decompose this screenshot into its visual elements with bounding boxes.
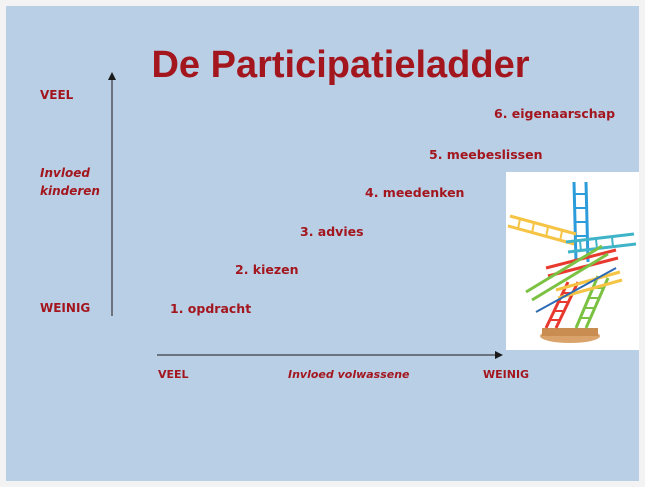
step-5: 5. meebeslissen bbox=[429, 147, 543, 162]
step-2: 2. kiezen bbox=[235, 262, 299, 277]
y-axis-bottom-label: WEINIG bbox=[40, 301, 91, 315]
x-axis-right-label: WEINIG bbox=[483, 368, 530, 381]
slide: De Participatieladder VEEL Invloed kinde… bbox=[6, 6, 639, 481]
step-6: 6. eigenaarschap bbox=[494, 106, 616, 121]
step-1: 1. opdracht bbox=[170, 301, 252, 316]
slide-title: De Participatieladder bbox=[151, 44, 530, 86]
stacked-ladders-toy-icon bbox=[506, 172, 639, 350]
x-axis-left-label: VEEL bbox=[158, 368, 189, 381]
step-3: 3. advies bbox=[300, 224, 364, 239]
step-4: 4. meedenken bbox=[365, 185, 465, 200]
y-axis-top-label: VEEL bbox=[40, 88, 74, 102]
axes bbox=[108, 72, 503, 359]
y-axis-label-line2: kinderen bbox=[40, 184, 100, 198]
x-axis-middle-label: Invloed volwassene bbox=[288, 368, 410, 381]
y-axis-label-line1: Invloed bbox=[40, 166, 90, 180]
